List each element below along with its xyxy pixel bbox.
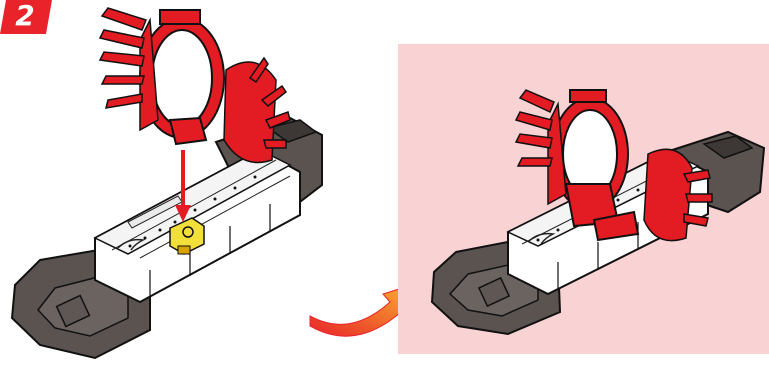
red-comb-right [224,58,290,163]
after-illustration [398,44,769,354]
red-comb-left [100,8,158,130]
